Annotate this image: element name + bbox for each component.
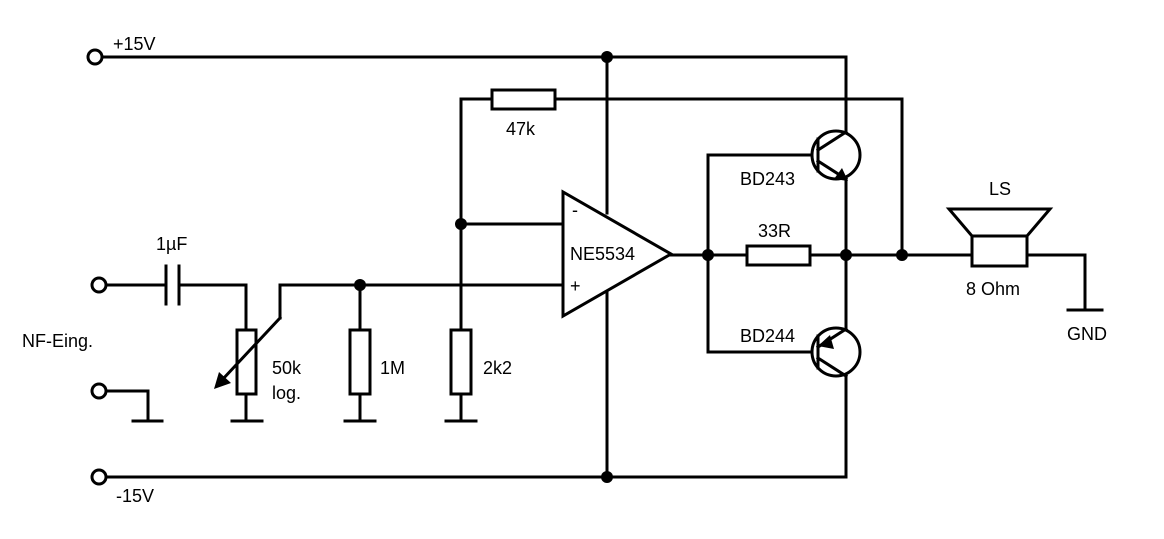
capacitor-1uf (164, 264, 181, 306)
label-r-33r: 33R (758, 221, 791, 241)
output-wire (669, 153, 974, 354)
loudspeaker (945, 207, 1087, 312)
resistor-2k2 (444, 222, 478, 423)
label-plus-supply: +15V (113, 34, 156, 54)
input-wire (101, 283, 248, 332)
resistor-1m (343, 283, 377, 423)
label-speaker-impedance: 8 Ohm (966, 279, 1020, 299)
resistor-47k (490, 88, 557, 111)
label-opamp-minus: - (572, 200, 578, 220)
label-ground: GND (1067, 324, 1107, 344)
label-minus-supply: -15V (116, 486, 154, 506)
junction-dots (354, 51, 908, 483)
terminals (86, 48, 108, 486)
label-pot-value: 50k (272, 358, 302, 378)
label-input: NF-Eing. (22, 331, 93, 351)
label-r-2k2: 2k2 (483, 358, 512, 378)
label-r-1m: 1M (380, 358, 405, 378)
input-ground-wire (101, 389, 164, 423)
label-cap: 1µF (156, 234, 187, 254)
label-q-upper: BD243 (740, 169, 795, 189)
transistor-bd244 (810, 253, 862, 479)
label-speaker: LS (989, 179, 1011, 199)
feedback-wire (459, 97, 904, 257)
label-pot-taper: log. (272, 383, 301, 403)
opamp-ne5534 (561, 55, 675, 479)
transistor-bd243 (810, 55, 862, 257)
label-q-lower: BD244 (740, 326, 795, 346)
label-opamp-plus: + (570, 276, 581, 296)
potentiometer-50k (214, 283, 283, 423)
label-opamp: NE5534 (570, 244, 635, 264)
label-r-47k: 47k (506, 119, 536, 139)
resistor-33r (745, 244, 812, 267)
